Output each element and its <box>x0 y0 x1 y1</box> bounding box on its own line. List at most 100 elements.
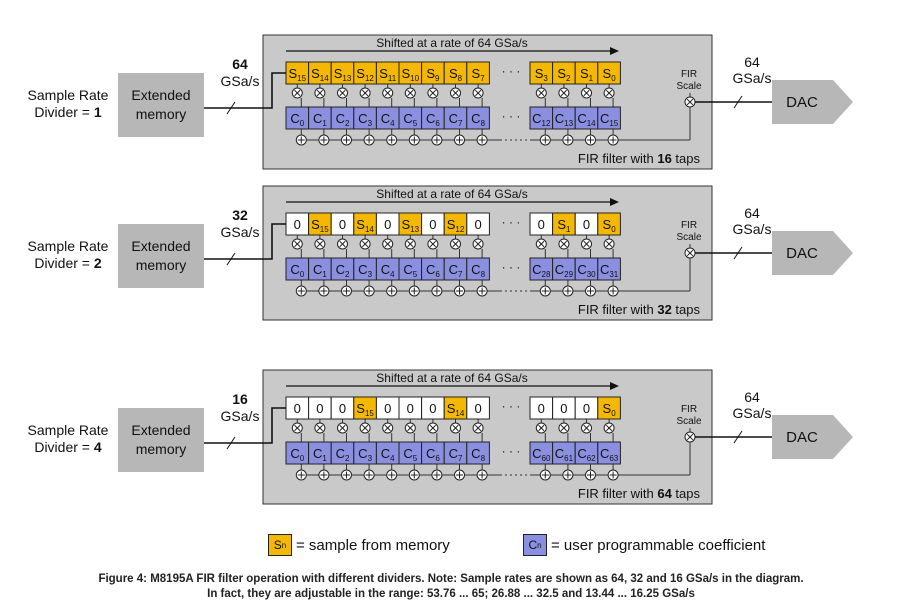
multiplier-icon <box>314 87 326 99</box>
sample-cell-label: S13 <box>402 217 420 234</box>
sample-cell <box>466 212 490 236</box>
sample-cell-label: 0 <box>339 217 346 232</box>
sample-cell-label: S8 <box>449 66 463 83</box>
input-line <box>204 72 286 109</box>
multiplier-icon <box>382 422 394 434</box>
output-rate-unit: GSa/s <box>733 405 772 421</box>
sample-cell-label: 0 <box>538 401 545 416</box>
multiplier-icon <box>535 87 547 99</box>
multiplier-icon <box>427 238 439 250</box>
sample-cell-label: 0 <box>294 401 301 416</box>
shift-arrow-head <box>610 198 619 206</box>
sample-cell-label: S1 <box>580 66 594 83</box>
caption-line-1: Figure 4: M8195A FIR filter operation wi… <box>98 573 804 585</box>
multiplier-icon <box>404 87 416 99</box>
dac-label: DAC <box>786 94 818 111</box>
memory-label: memory <box>136 441 187 457</box>
multiplier-icon <box>603 422 615 434</box>
sample-cell-label: S12 <box>447 217 465 234</box>
multiplier-icon <box>382 87 394 99</box>
extended-memory-block <box>118 224 204 288</box>
coef-cell-label: C8 <box>471 111 485 128</box>
sample-cell-label: S0 <box>603 401 617 418</box>
sample-cell-label: S14 <box>447 401 465 418</box>
shift-arrow-head <box>610 382 619 390</box>
adder-icon <box>386 285 398 297</box>
multiplier-icon <box>337 87 348 99</box>
adder-icon <box>476 469 488 481</box>
coef-cell-label: C4 <box>381 446 395 463</box>
sample-cell-label: S9 <box>426 66 440 83</box>
coef-cell-label: C29 <box>555 262 574 279</box>
input-rate-unit: GSa/s <box>221 224 260 240</box>
multiplier-icon <box>581 238 592 250</box>
scale-multiplier-icon <box>684 247 696 259</box>
adder-icon <box>386 134 398 146</box>
adder-icon <box>295 285 307 297</box>
adder-icon <box>607 134 619 146</box>
coef-cell-label: C31 <box>600 262 619 279</box>
coef-cell <box>597 106 621 130</box>
input-rate-unit: GSa/s <box>221 408 260 424</box>
input-rate-value: 32 <box>232 207 248 223</box>
multiplier-icon <box>535 422 547 434</box>
coef-cell-label: C63 <box>600 446 619 463</box>
coef-cell-label: C6 <box>426 262 440 279</box>
memory-label: memory <box>136 106 187 122</box>
coef-cell-label: C4 <box>381 111 395 128</box>
multiplier-icon <box>359 238 371 250</box>
coef-cell-label: C2 <box>336 446 350 463</box>
input-line <box>204 407 286 444</box>
adder-icon <box>341 134 352 146</box>
coef-cell-label: C0 <box>290 262 304 279</box>
sample-ellipsis: · · · <box>502 215 521 229</box>
input-rate-unit: GSa/s <box>221 73 260 89</box>
shift-label: Shifted at a rate of 64 GSa/s <box>376 187 527 201</box>
sample-cell-label: S10 <box>402 66 420 83</box>
dac-block <box>772 80 853 124</box>
adder-icon <box>295 469 307 481</box>
adder-icon <box>585 285 596 297</box>
coef-cell-label: C6 <box>426 446 440 463</box>
sample-cell-label: S3 <box>535 66 549 83</box>
input-rate-value: 64 <box>232 56 248 72</box>
coef-cell-label: C12 <box>532 111 551 128</box>
coef-cell <box>466 257 490 281</box>
adder-icon <box>386 469 398 481</box>
filter-taps-label: FIR filter with 32 taps <box>578 302 701 317</box>
output-rate-value: 64 <box>744 205 760 221</box>
multiplier-icon <box>427 87 439 99</box>
sample-cell <box>597 396 621 420</box>
sample-cell-label: 0 <box>429 401 436 416</box>
coef-cell-label: C7 <box>449 446 463 463</box>
sample-ellipsis: · · · <box>502 399 521 413</box>
adder-icon <box>408 134 420 146</box>
bus-slash <box>733 430 743 444</box>
input-rate-value: 16 <box>232 391 248 407</box>
multiplier-icon <box>450 87 461 99</box>
filter-taps-label: FIR filter with 16 taps <box>578 151 701 166</box>
adder-icon <box>607 285 619 297</box>
legend-coefficient-text: = user programmable coefficient <box>551 536 766 554</box>
sample-cell-label: 0 <box>384 401 391 416</box>
sample-cell-label: 0 <box>384 217 391 232</box>
multiplier-icon <box>472 87 484 99</box>
coef-cell-label: C3 <box>358 262 372 279</box>
adder-icon <box>363 134 375 146</box>
coef-cell-label: C4 <box>381 262 395 279</box>
coef-cell-label: C6 <box>426 111 440 128</box>
multiplier-icon <box>450 238 461 250</box>
adder-icon <box>562 134 574 146</box>
fir-scale-label: FIR <box>681 404 697 415</box>
fir-scale-label: Scale <box>676 416 701 427</box>
sample-cell <box>466 396 490 420</box>
filter-taps-label: FIR filter with 64 taps <box>578 486 701 501</box>
scale-multiplier-icon <box>684 431 696 443</box>
multiplier-icon <box>291 422 303 434</box>
output-rate-unit: GSa/s <box>733 221 772 237</box>
coef-cell <box>597 441 621 465</box>
coef-cell-label: C7 <box>449 262 463 279</box>
coef-cell-label: C13 <box>555 111 574 128</box>
